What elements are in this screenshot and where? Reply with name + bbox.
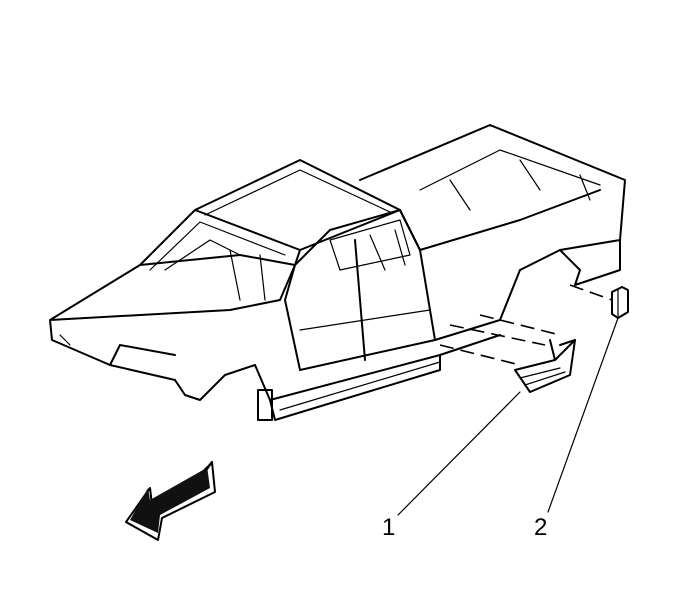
truck-body — [49, 124, 626, 421]
callout-1-leader — [397, 391, 521, 516]
part-1-bracket — [514, 339, 576, 393]
part-2-bracket — [611, 286, 629, 319]
callout-1-label: 1 — [382, 514, 395, 541]
assembly-dashed-lines — [439, 284, 613, 366]
front-direction-arrow-icon — [125, 461, 216, 541]
callout-2-label: 2 — [534, 514, 547, 541]
callout-2-leader — [547, 317, 619, 513]
